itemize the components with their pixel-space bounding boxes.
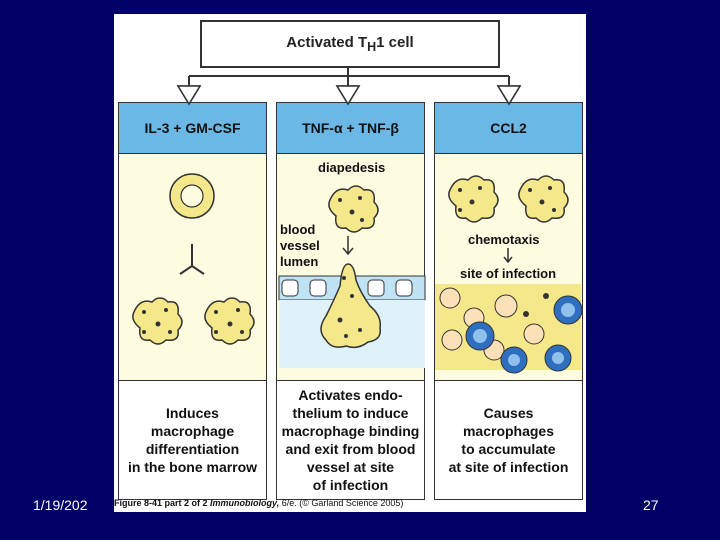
arrow-head-right [496,85,522,106]
slide-page-number: 27 [643,497,659,513]
arrow-head-center [335,85,361,106]
infection-site-cells [439,287,583,374]
macrophage-cell-1 [132,297,183,345]
monocyte-cell [169,173,215,219]
panel-graphics-overlay [132,66,583,374]
endothelial-cells [281,279,413,297]
macrophage-chemotaxis-2 [518,175,569,223]
top-label: Activated T [286,34,368,51]
figure-caption: Figure 8-41 part 2 of 2 Immunobiology, 6… [114,498,404,508]
panel-header: CCL2 [435,103,582,154]
panel-header: TNF-α + TNF-β [277,103,424,154]
label-site-of-infection: site of infection [460,266,557,281]
activated-th1-cell-box: Activated TH1 cell [200,20,500,68]
macrophage-chemotaxis-1 [448,175,499,223]
panel-il3-gmcsf: IL-3 + GM-CSF Induces macrophage differe… [118,102,267,500]
panel-description: Induces macrophage differentiation in th… [119,380,266,499]
differentiation-branch [179,244,205,275]
macrophage-transmigrating [320,263,382,349]
macrophage-cell-2 [204,297,255,345]
diapedesis-arrow [342,236,354,256]
label-lumen: lumen [280,254,319,269]
top-label-subscript: H [367,40,377,54]
arrow-head-left [176,85,202,106]
label-diapedesis: diapedesis [318,160,386,175]
label-vessel: vessel [280,238,320,253]
panel-header: IL-3 + GM-CSF [119,103,266,154]
macrophage-diapedesis [328,185,379,233]
panel-description: Activates endo- thelium to induce macrop… [277,380,424,499]
slide-date: 1/19/202 [33,497,88,513]
immunobiology-figure: Activated TH1 cell IL-3 + GM-CSF Induces… [114,14,586,512]
label-blood: blood [280,222,316,237]
chemotaxis-arrow [503,248,513,264]
label-chemotaxis: chemotaxis [468,232,540,247]
top-label-tail: 1 cell [376,34,414,51]
panel-description: Causes macrophages to accumulate at site… [435,380,582,499]
